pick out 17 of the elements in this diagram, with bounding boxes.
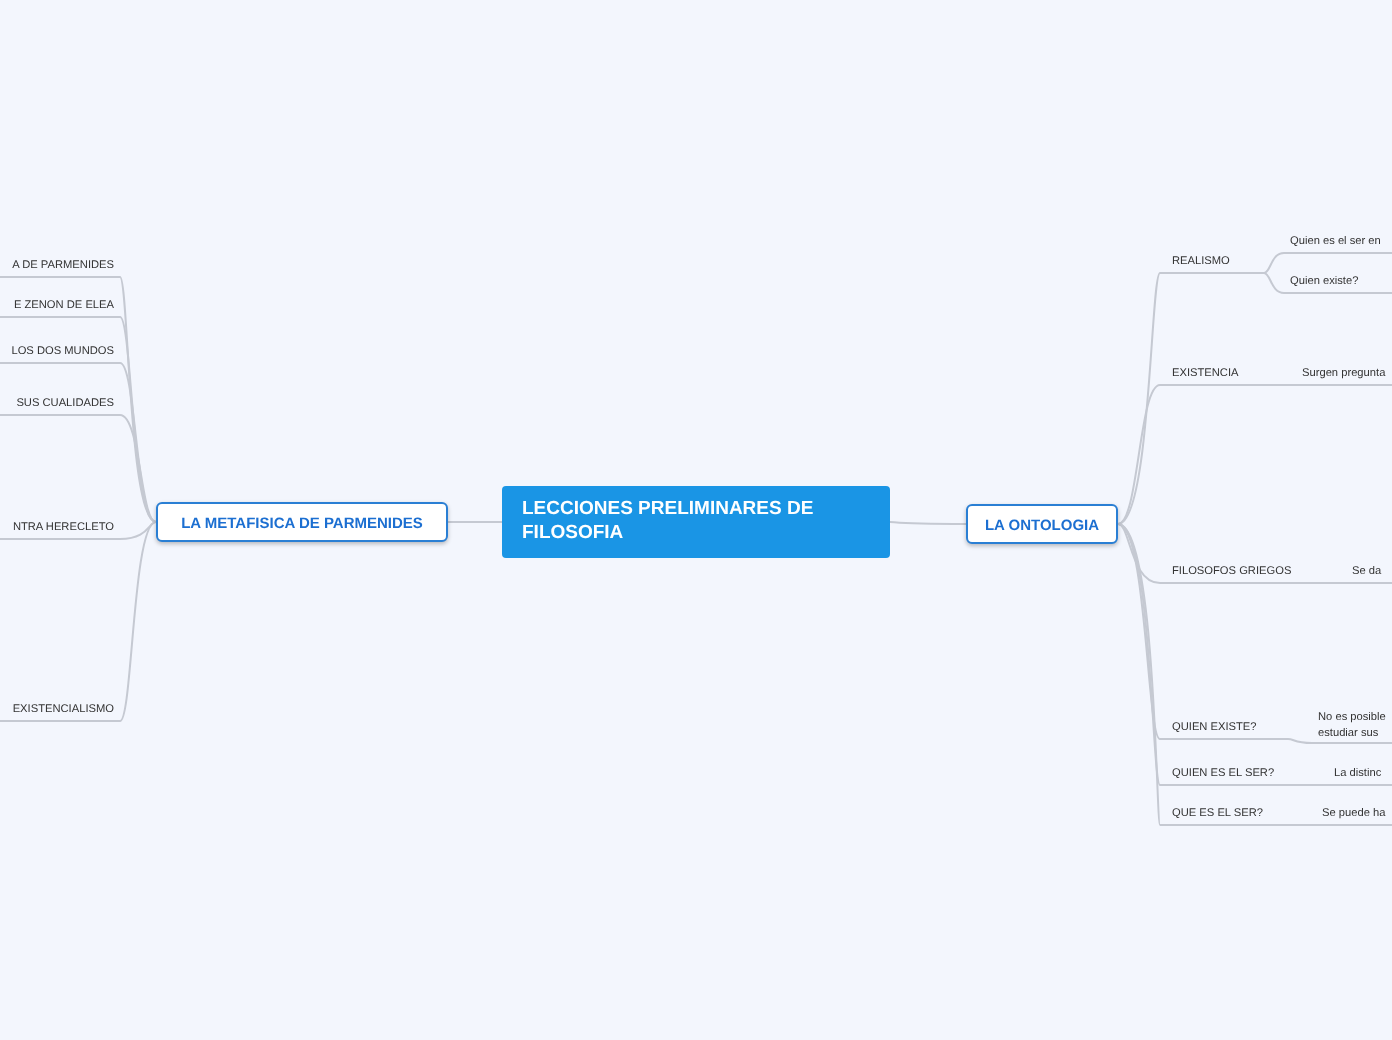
connector-line (1303, 582, 1347, 584)
connector-line (1117, 272, 1161, 525)
connector-line (119, 521, 157, 540)
connector-line (1287, 738, 1313, 744)
connector-line (119, 521, 157, 722)
connector-line (1117, 384, 1161, 525)
connector-line (1117, 523, 1161, 584)
connector-line (889, 521, 967, 525)
connector-line (1283, 384, 1297, 386)
connector-line (119, 414, 157, 523)
connector-line (1303, 784, 1329, 786)
connector-line (1295, 824, 1317, 826)
connector-line (447, 521, 503, 523)
central-topic-box: LECCIONES PRELIMINARES DE FILOSOFIA (502, 486, 890, 558)
connector-line (119, 276, 157, 523)
connector-line (1263, 272, 1285, 294)
connector-line (1263, 252, 1285, 274)
